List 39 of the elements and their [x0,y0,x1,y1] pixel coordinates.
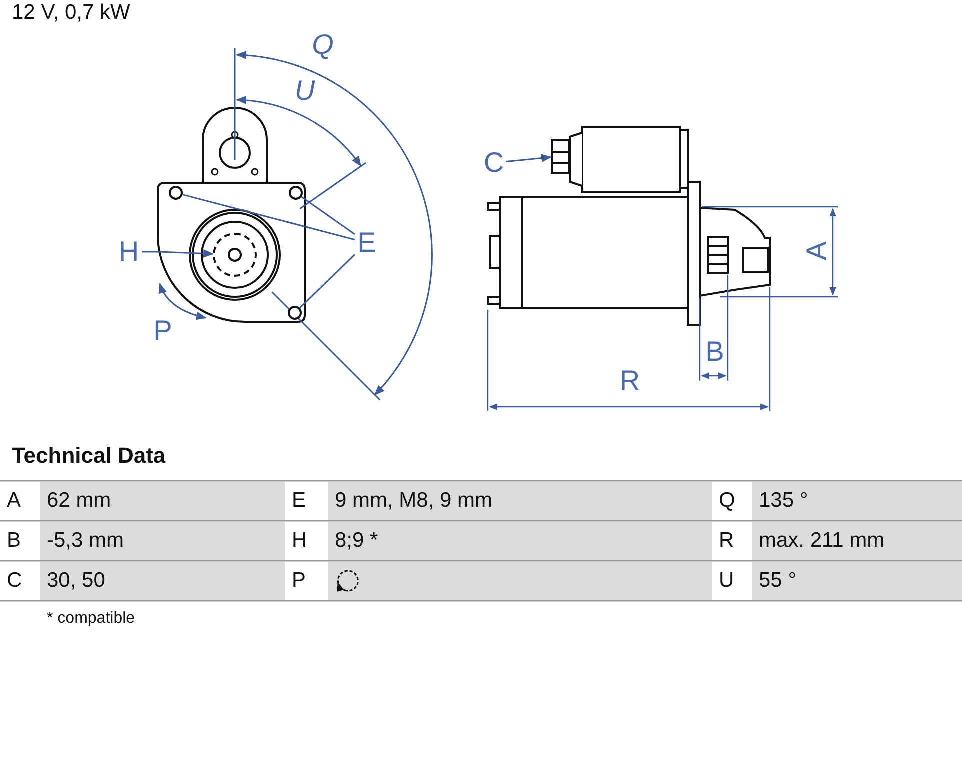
callout-letter: H [116,234,142,270]
callout-letter: E [355,225,379,261]
leader-line [299,254,356,309]
parameter-letter: R [718,528,736,554]
dimension-letter: R [618,366,642,396]
terminal-block [551,139,570,174]
parameter-letter: H [291,528,308,554]
table-cell: 9 mm, M8, 9 mm [328,482,712,520]
footnote: * compatible [47,610,136,628]
mounting-hole [289,186,303,200]
parameter-letter: P [291,568,308,594]
table-cell: -5,3 mm [40,522,285,560]
dimension-letter: B [704,337,726,367]
parameter-letter: B [6,528,22,554]
leader-line [301,196,356,236]
dimension-letter: A [802,240,832,262]
parameter-letter: U [718,568,736,594]
mounting-hole [288,306,302,320]
leader-arrow [142,250,214,258]
table-cell: 135 ° [752,482,962,520]
leader-line [182,194,356,241]
table-cell: 62 mm [40,482,285,520]
parameter-letter: A [6,488,22,514]
dimension-letter: P [152,316,174,346]
pinion-spline-ring [213,233,257,277]
title: 12 V, 0,7 kW [12,1,130,25]
parameter-letter: C [6,568,24,594]
table-cell: 55 ° [752,562,962,600]
parameter-letter: E [291,488,308,514]
section-heading: Technical Data [12,443,166,469]
leader-arrow [506,154,552,163]
mounting-hole [169,186,183,200]
dimension-letter: Q [311,30,335,60]
callout-letter: C [482,144,506,182]
table-cell: 8;9 * [328,522,712,560]
parameter-letter: Q [718,488,736,514]
table-cell: 30, 50 [40,562,285,600]
dimension-letter: U [294,76,316,106]
table-cell: max. 211 mm [752,522,962,560]
